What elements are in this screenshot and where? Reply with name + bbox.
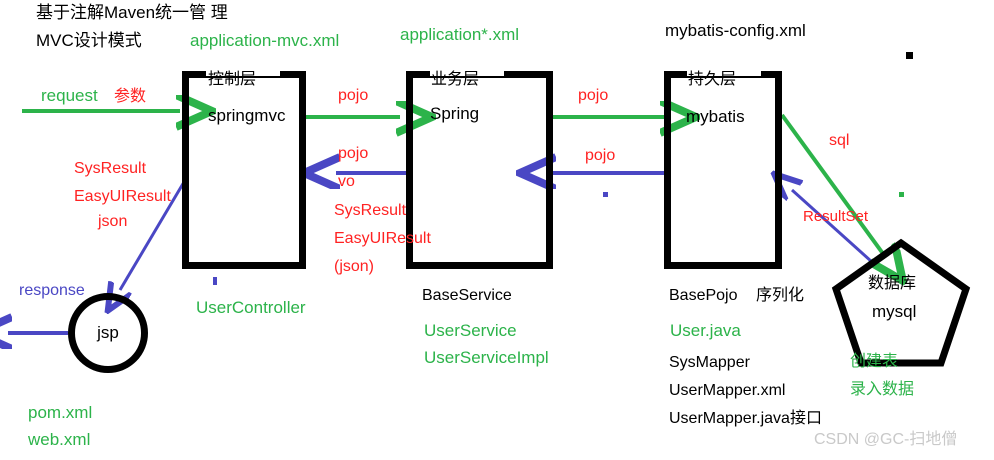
layer-body-controller: springmvc xyxy=(208,106,286,125)
config-label-application-mvc-xml: application-mvc.xml xyxy=(190,31,340,50)
annotation-user-controller: UserController xyxy=(196,298,306,317)
label-back-controller-easyuiresult: EasyUIResult xyxy=(74,188,171,205)
config-label-mybatis-config-xml: mybatis-config.xml xyxy=(665,21,806,40)
ink-dot-blue-controller xyxy=(213,277,217,285)
annotation-insert-data: 录入数据 xyxy=(850,381,915,398)
label-response: response xyxy=(19,282,85,299)
label-back-service-sysresult: SysResult xyxy=(334,202,407,219)
annotation-user-java: User.java xyxy=(670,321,741,340)
layer-caption-controller: 控制层 xyxy=(208,71,257,88)
database-label-line1: 数据库 xyxy=(868,275,917,292)
label-resultset: ResultSet xyxy=(803,208,869,225)
annotation-user-mapper-xml: UserMapper.xml xyxy=(669,382,786,399)
layer-caption-dao: 持久层 xyxy=(688,71,737,88)
annotation-user-service: UserService xyxy=(424,321,517,340)
layer-box-dao-caption-gap xyxy=(687,66,761,76)
arrow-resultset-to-mybatis xyxy=(792,190,874,264)
ink-dot-black-top-right xyxy=(906,52,913,59)
layer-body-dao: mybatis xyxy=(686,107,745,126)
layer-body-service: Spring xyxy=(430,104,480,123)
diagram-title-line1: 基于注解Maven统一管 理 xyxy=(36,3,228,22)
watermark: CSDN @GC-扫地僧 xyxy=(814,431,958,448)
diagram-title-line2: MVC设计模式 xyxy=(36,31,142,50)
label-sql: sql xyxy=(829,132,850,149)
label-back-controller-sysresult: SysResult xyxy=(74,160,147,177)
label-request-param: 参数 xyxy=(114,88,147,105)
ink-dot-green-pentagon xyxy=(899,192,904,197)
label-pojo-controller-to-service: pojo xyxy=(338,87,369,104)
label-pojo-dao-to-service: pojo xyxy=(585,147,616,164)
label-back-service-json: (json) xyxy=(334,258,375,275)
layer-box-controller xyxy=(182,71,306,269)
annotation-create-table: 创建表 xyxy=(850,353,899,370)
label-request: request xyxy=(41,86,98,105)
annotation-sys-mapper: SysMapper xyxy=(669,354,750,371)
label-back-controller-json: json xyxy=(98,213,128,230)
jsp-node: jsp xyxy=(68,293,148,373)
layer-box-service-caption-gap xyxy=(430,66,504,76)
label-pojo-service-to-dao: pojo xyxy=(578,87,609,104)
annotation-user-mapper-java: UserMapper.java接口 xyxy=(669,410,822,427)
annotation-pom-xml: pom.xml xyxy=(28,403,93,422)
annotation-web-xml: web.xml xyxy=(28,430,91,449)
layer-box-dao xyxy=(664,71,782,269)
annotation-base-pojo: BasePojo xyxy=(669,287,738,304)
label-back-service-pojo: pojo xyxy=(338,145,369,162)
label-back-service-vo: vo xyxy=(338,173,355,190)
config-label-application-xml: application*.xml xyxy=(400,25,520,44)
jsp-node-label: jsp xyxy=(97,323,119,342)
layer-box-controller-caption-gap xyxy=(206,66,280,76)
layer-caption-service: 业务层 xyxy=(431,71,480,88)
ink-dot-blue-service xyxy=(603,192,608,197)
database-label-line2: mysql xyxy=(872,302,917,321)
annotation-user-service-impl: UserServiceImpl xyxy=(424,348,549,367)
annotation-base-pojo-note: 序列化 xyxy=(756,287,805,304)
label-back-service-easyuiresult: EasyUIResult xyxy=(334,230,431,247)
annotation-base-service: BaseService xyxy=(422,287,512,304)
